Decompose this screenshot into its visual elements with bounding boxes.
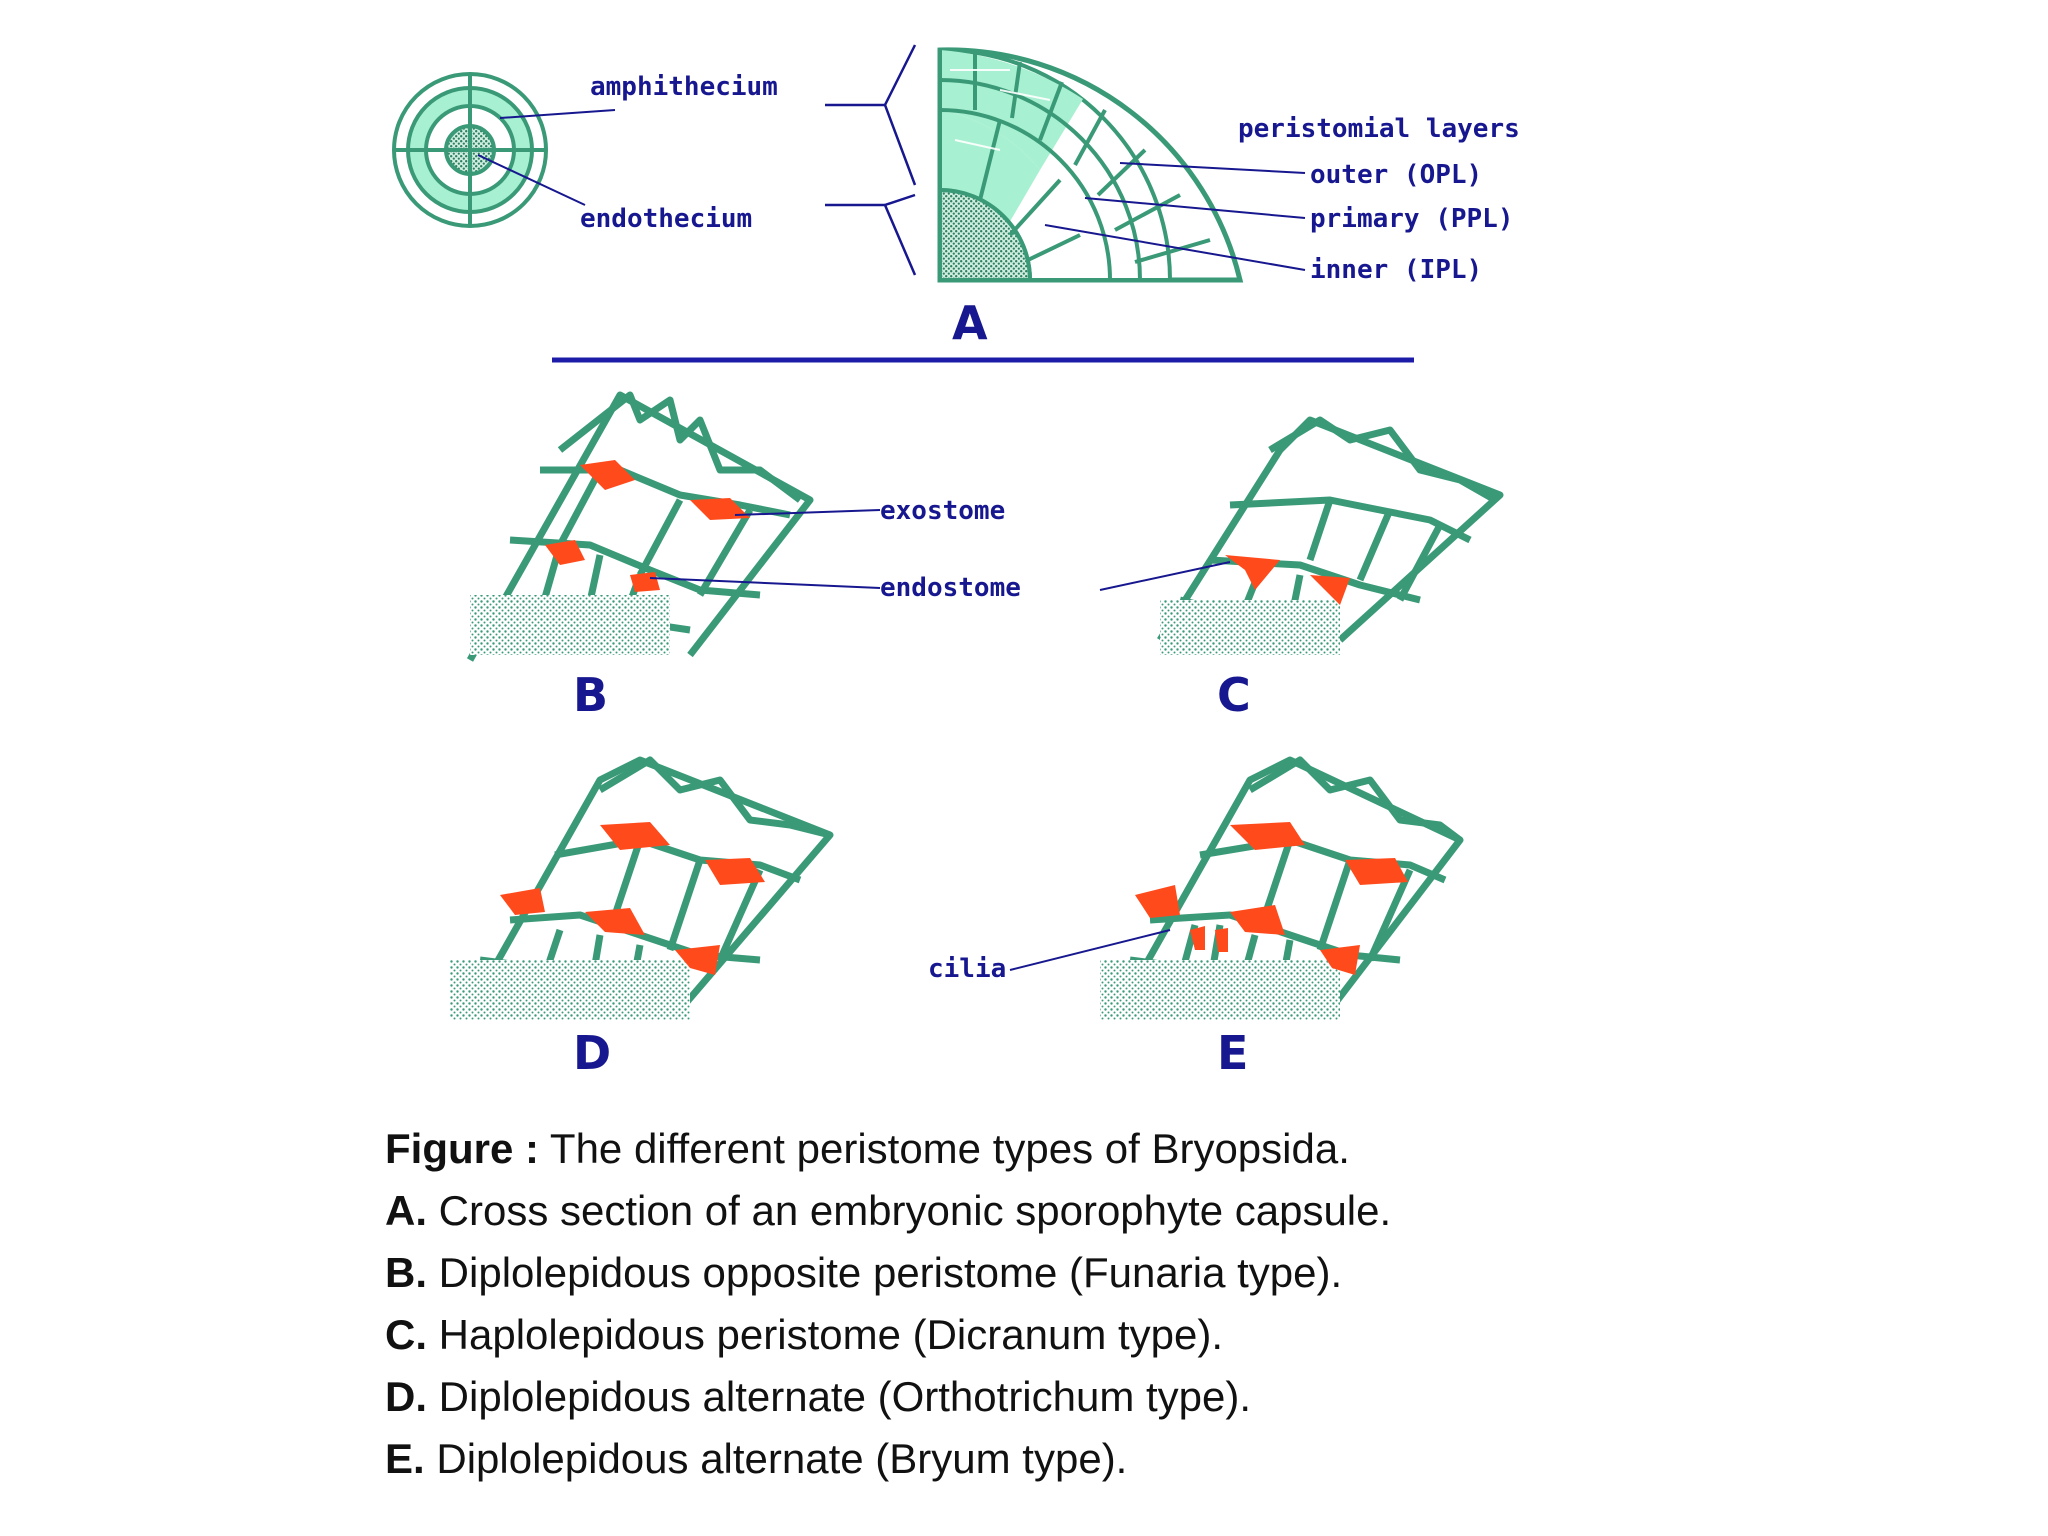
label-outer: outer (OPL) xyxy=(1310,160,1483,190)
small-cross-section xyxy=(392,72,548,228)
leader-primary xyxy=(1084,197,1306,219)
panel-label-a: A xyxy=(952,296,988,350)
label-primary: primary (PPL) xyxy=(1310,204,1514,234)
panel-label-b: B xyxy=(573,668,609,722)
label-amphithecium: amphithecium xyxy=(590,72,778,102)
figure-caption: Figure : The different peristome types o… xyxy=(385,1118,1685,1490)
leader-outer xyxy=(1119,162,1306,174)
label-exostome: exostome xyxy=(880,496,1006,526)
caption-item-b: B. Diplolepidous opposite peristome (Fun… xyxy=(385,1249,1343,1296)
caption-item-d: D. Diplolepidous alternate (Orthotrichum… xyxy=(385,1373,1252,1420)
endostome-tooth-c xyxy=(1225,555,1280,590)
label-cilia: cilia xyxy=(928,954,1007,984)
exostome-tooth xyxy=(580,460,635,490)
caption-item-a: A. Cross section of an embryonic sporoph… xyxy=(385,1187,1392,1234)
label-peristomial-layers: peristomial layers xyxy=(1238,114,1520,144)
panel-label-c: C xyxy=(1217,668,1251,722)
quadrant-section xyxy=(937,47,1244,283)
panel-label-e: E xyxy=(1217,1026,1249,1080)
endostome-tooth xyxy=(545,540,585,565)
caption-item-e: E. Diplolepidous alternate (Bryum type). xyxy=(385,1435,1128,1482)
label-inner: inner (IPL) xyxy=(1310,255,1483,285)
panel-label-d: D xyxy=(573,1026,612,1080)
leader-endothecium-small xyxy=(477,154,586,206)
leader-amphithecium-small xyxy=(499,109,616,119)
cilia-mark xyxy=(1190,926,1205,950)
label-endothecium: endothecium xyxy=(580,204,753,234)
leader-inner xyxy=(1044,224,1306,271)
caption-title: Figure : The different peristome types o… xyxy=(385,1125,1350,1172)
caption-item-c: C. Haplolepidous peristome (Dicranum typ… xyxy=(385,1311,1224,1358)
label-endostome: endostome xyxy=(880,573,1021,603)
